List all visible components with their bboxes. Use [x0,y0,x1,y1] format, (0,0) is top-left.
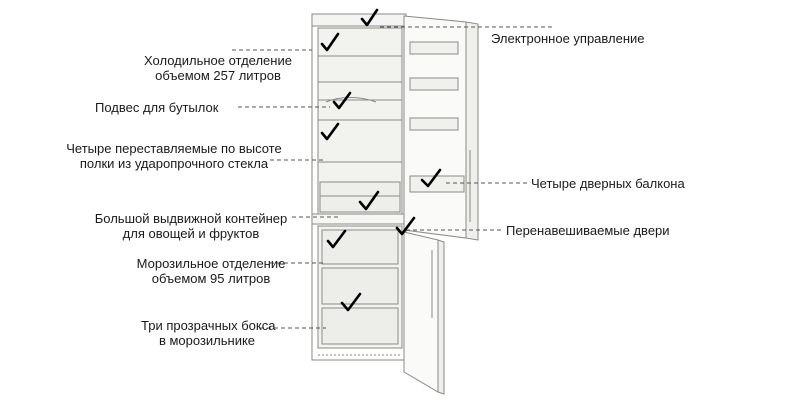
checkmark-icon [420,168,442,188]
checkmark-icon [360,8,379,27]
label-freezer-compartment: Морозильное отделение объемом 95 литров [136,256,286,286]
checkmark-icon [320,122,340,141]
checkmark-icon [326,229,347,249]
fridge-door-open [403,15,479,241]
leader-lines [232,26,555,329]
checkmark-icon [332,91,352,110]
checkmark-icon [340,292,362,312]
checkmark-icon [320,32,340,52]
label-reversible-doors: Перенавешиваемые двери [506,223,670,238]
label-electronic-control: Электронное управление [491,31,645,46]
checkmark-icon [358,190,380,211]
fridge-body [311,13,407,361]
label-bottle-holder: Подвес для бутылок [95,100,219,115]
label-fridge-compartment: Холодильное отделение объемом 257 литров [144,53,292,83]
label-freezer-boxes: Три прозрачных бокса в морозильнике [141,318,276,348]
freezer-door-open [403,231,445,395]
label-vegetable-drawer: Большой выдвижной контейнер для овощей и… [94,211,288,241]
checkmarks [320,8,442,312]
label-door-balconies: Четыре дверных балкона [531,176,685,191]
label-adjustable-shelves: Четыре переставляемые по высоте полки из… [66,141,282,171]
checkmark-icon [395,216,416,236]
